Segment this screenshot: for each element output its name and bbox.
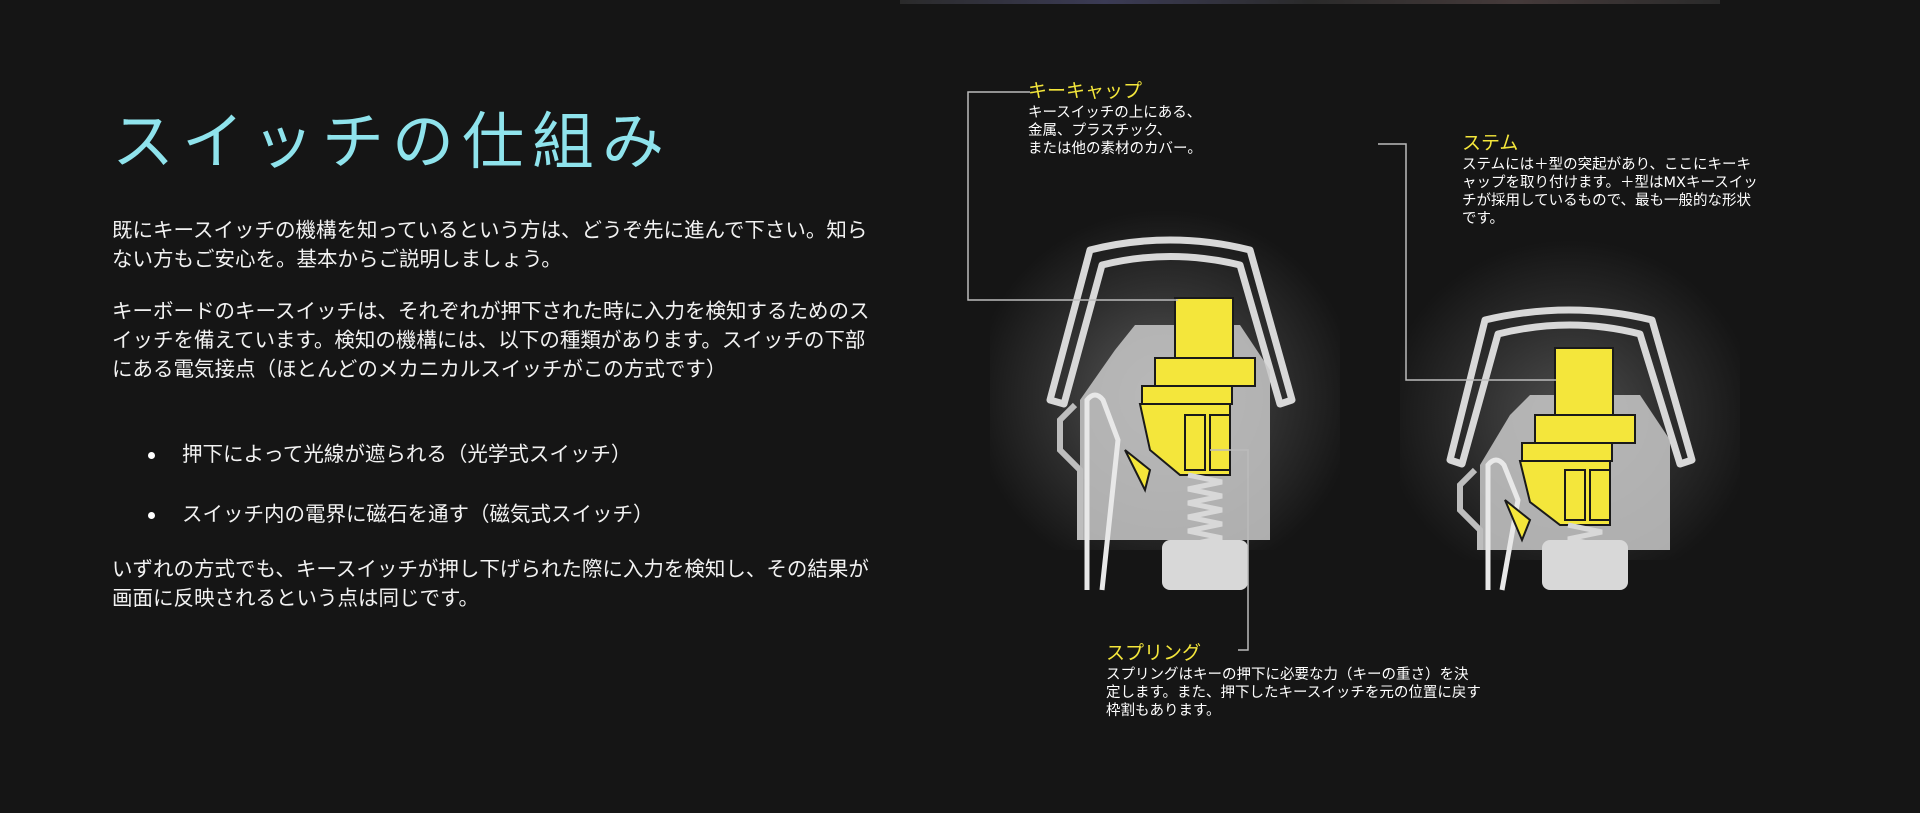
switch-cross-section-illustration (967, 91, 1740, 651)
contact-leaf (1084, 392, 1121, 591)
list-item-text: 押下によって光線が遮られる（光学式スイッチ） (182, 442, 632, 466)
intro-paragraph: 既にキースイッチの機構を知っているという方は、どうぞ先に進んで下さい。知らない方… (112, 218, 868, 271)
callout-spring-description: スプリングはキーの押下に必要な力（キーの重さ）を決 定します。また、押下したキー… (1106, 667, 1481, 719)
body-paragraph: キーボードのキースイッチは、それぞれが押下された時に入力を検知するためのスイッチ… (112, 299, 870, 381)
callout-stem-description: ステムには＋型の突起があり、ここにキーキ ャップを取り付けます。＋型はMXキース… (1462, 157, 1758, 227)
keycap-outline (1046, 236, 1296, 408)
list-item: 押下によって光線が遮られる（光学式スイッチ） (140, 440, 654, 469)
list-item-text: スイッチ内の電界に磁石を通す（磁気式スイッチ） (182, 502, 654, 526)
switch-diagram: キーキャップ キースイッチの上にある、 金属、プラスチック、 または他の素材のカ… (940, 70, 1920, 750)
top-decorative-strip (900, 0, 1720, 4)
keycap-outline-right (1446, 306, 1696, 468)
callout-keycap-title: キーキャップ (1028, 80, 1143, 102)
switch-right (1400, 240, 1740, 591)
callout-spring-title: スプリング (1106, 642, 1202, 664)
callout-keycap-description: キースイッチの上にある、 金属、プラスチック、 または他の素材のカバー。 (1028, 105, 1202, 157)
bullet-icon (148, 452, 155, 459)
callout-keycap: キーキャップ キースイッチの上にある、 金属、プラスチック、 または他の素材のカ… (1028, 80, 1288, 158)
switch-left-pressed (990, 210, 1340, 591)
detection-methods-list: 押下によって光線が遮られる（光学式スイッチ） スイッチ内の電界に磁石を通す（磁気… (140, 440, 654, 560)
bullet-icon (148, 512, 155, 519)
callout-spring: スプリング スプリングはキーの押下に必要な力（キーの重さ）を決 定します。また、… (1106, 642, 1546, 720)
page-title: スイッチの仕組み (112, 105, 673, 178)
conclusion-paragraph: いずれの方式でも、キースイッチが押し下げられた際に入力を検知し、その結果が画面に… (112, 557, 869, 610)
spring (1187, 472, 1223, 548)
leader-lines (967, 91, 1556, 651)
list-item: スイッチ内の電界に磁石を通す（磁気式スイッチ） (140, 500, 654, 529)
stem (1124, 297, 1256, 493)
callout-stem-title: ステム (1462, 132, 1519, 154)
stem-right (1504, 347, 1636, 543)
callout-stem: ステム ステムには＋型の突起があり、ここにキーキ ャップを取り付けます。＋型はM… (1462, 132, 1822, 228)
